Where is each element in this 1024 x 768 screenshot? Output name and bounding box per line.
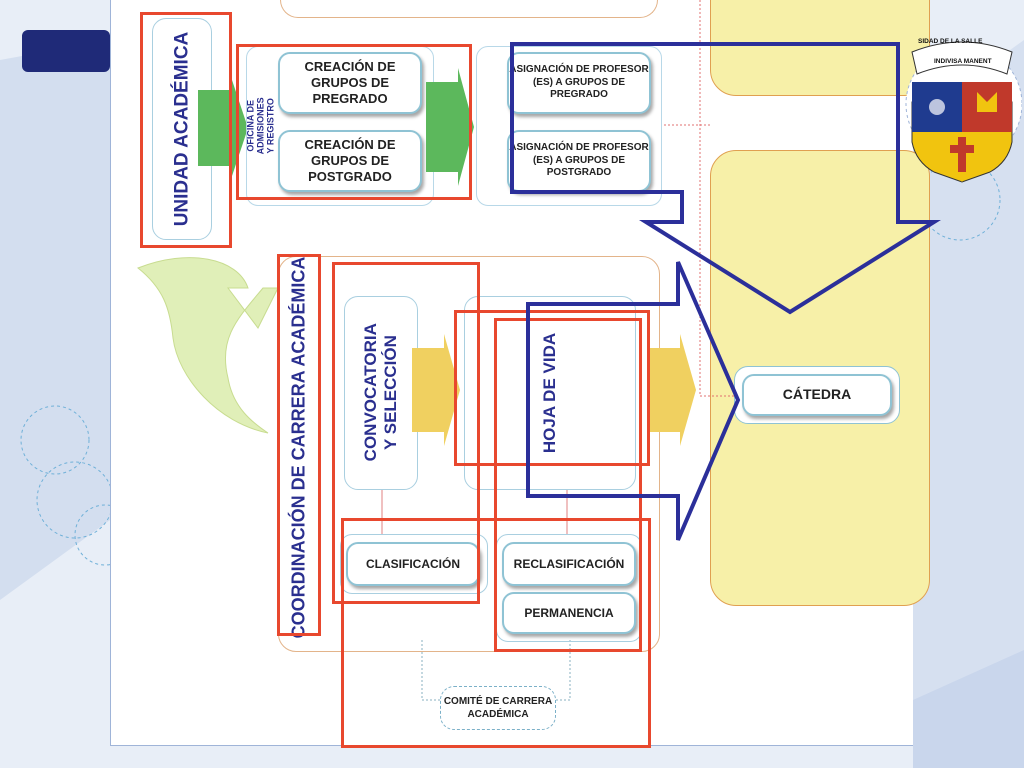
arrow-yellow-1 — [412, 334, 460, 446]
hoja-vida-box: HOJA DE VIDA — [464, 296, 636, 490]
catedra-node: CÁTEDRA — [742, 374, 892, 416]
comite-node: COMITÉ DE CARRERA ACADÉMICA — [440, 686, 556, 730]
annotation-box-convocatoria — [332, 262, 480, 604]
logo-banner-left: SIDAD DE LA SALLE — [918, 38, 983, 45]
reclasificacion-node: RECLASIFICACIÓN — [502, 542, 636, 586]
annotation-box-unidad — [140, 12, 232, 248]
arrow-yellow-2 — [648, 334, 696, 446]
arrow-green-2 — [426, 68, 474, 186]
annotation-box-reclasificacion — [494, 318, 642, 652]
asignacion-pregrado-node: ASIGNACIÓN DE PROFESOR (ES) A GRUPOS DE … — [507, 52, 651, 114]
logo-banner-right: INDIVISA MANENT — [934, 58, 992, 65]
annotation-arrow-right — [526, 261, 741, 541]
header-tab — [22, 30, 110, 72]
annotation-box-hoja-vida — [454, 310, 650, 466]
creacion-postgrado-node: CREACIÓN DE GRUPOS DE POSTGRADO — [278, 130, 422, 192]
yellow-panel-top — [710, 0, 930, 96]
annotation-box-creacion — [236, 44, 472, 200]
arrow-green-1 — [198, 80, 248, 176]
annotation-box-comite — [341, 518, 651, 748]
creacion-pregrado-node: CREACIÓN DE GRUPOS DE PREGRADO — [278, 52, 422, 114]
clasificacion-outer — [340, 534, 488, 594]
annotation-box-coordinacion — [277, 254, 321, 636]
permanencia-node: PERMANENCIA — [502, 592, 636, 634]
cycle-arrow — [137, 257, 278, 434]
clasificacion-node: CLASIFICACIÓN — [346, 542, 480, 586]
university-logo — [905, 41, 1022, 183]
annotation-arrow-down — [510, 42, 941, 315]
